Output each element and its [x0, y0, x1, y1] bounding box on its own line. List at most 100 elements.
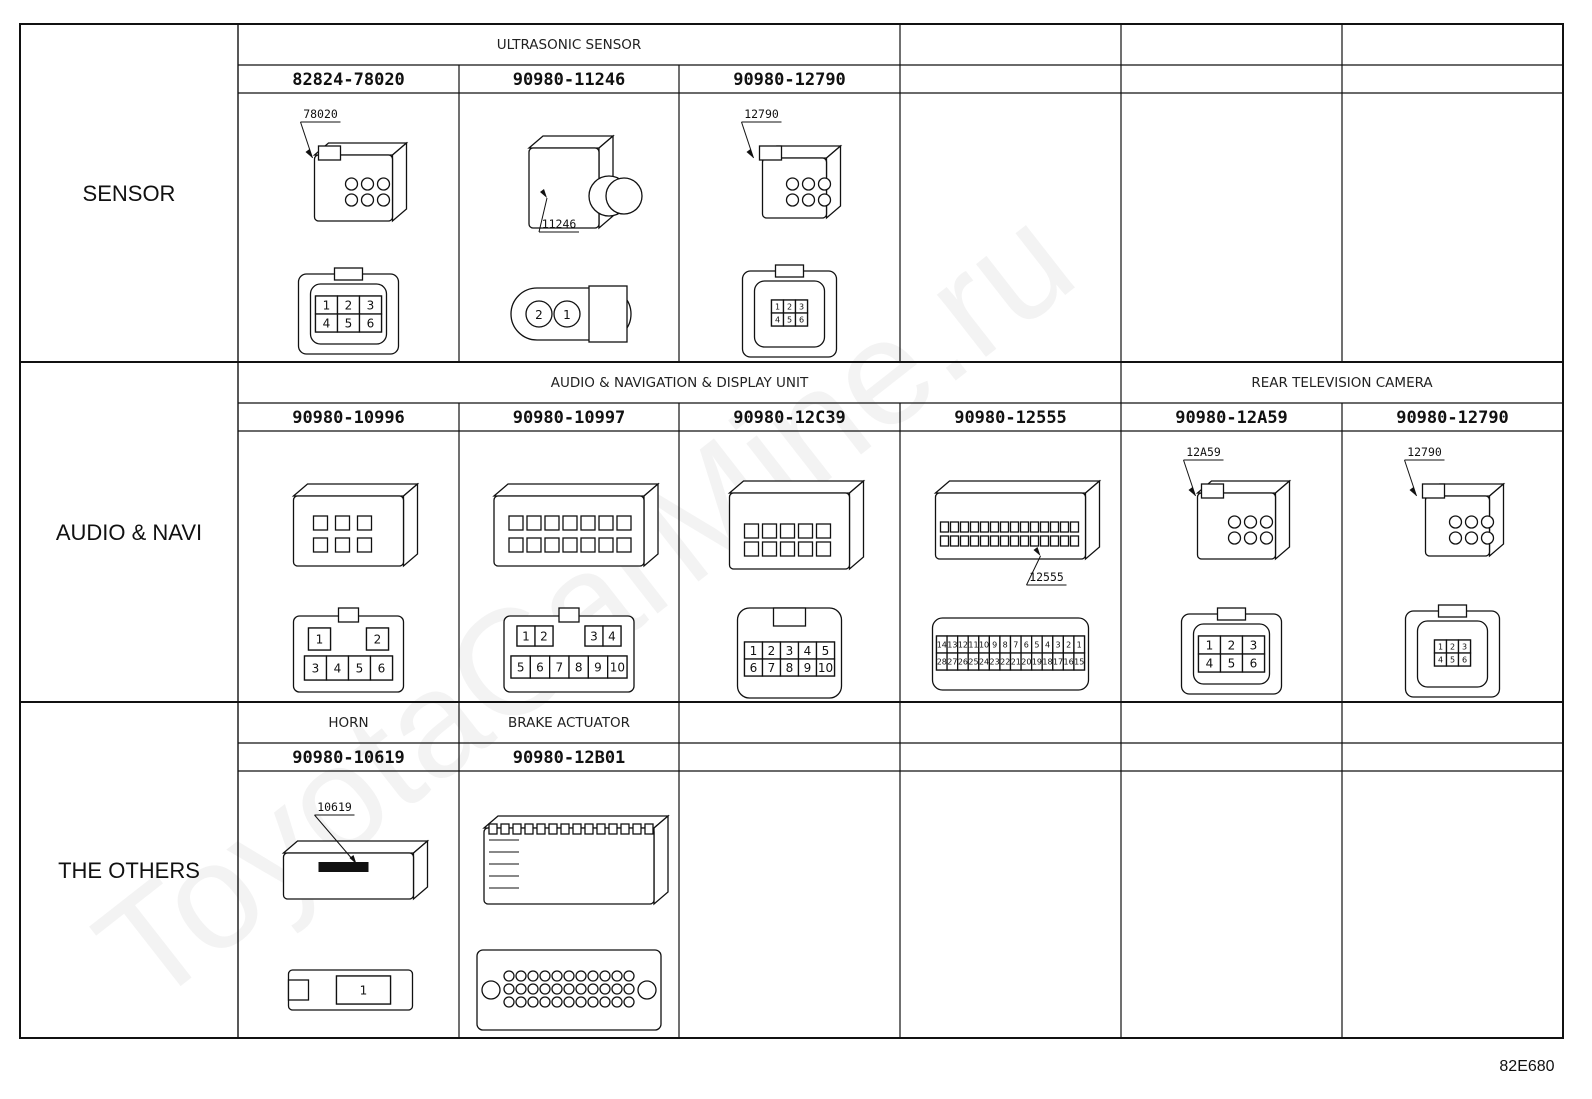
- pin-cell: [607, 655, 628, 679]
- terminal-rib: [608, 823, 618, 835]
- pin-number: 1: [316, 633, 324, 647]
- pin-number: 6: [536, 661, 544, 675]
- pin-number: 9: [594, 661, 602, 675]
- pin-hole: [1259, 515, 1274, 529]
- cavity: [580, 515, 596, 531]
- pin-number: 14: [937, 641, 947, 650]
- pin-grid-top-left: [516, 625, 554, 647]
- locating-post: [637, 980, 657, 1000]
- callout-arrowhead: [349, 855, 357, 864]
- pin-hole: [563, 970, 575, 982]
- terminal-rib: [632, 823, 642, 835]
- table-border: [19, 23, 1564, 1039]
- pin-hole: [1259, 531, 1274, 545]
- pin-hole: [1227, 531, 1242, 545]
- section-category-label: SENSOR: [83, 181, 176, 206]
- cavity: [999, 521, 1010, 533]
- pin-grid-bottom: [510, 655, 628, 679]
- pin-number: 22: [1000, 658, 1010, 667]
- pin-number: 3: [799, 303, 804, 312]
- cavity: [562, 515, 578, 531]
- pin-number: 4: [323, 317, 331, 331]
- callout: [314, 814, 357, 865]
- connector-face-latch: [774, 264, 805, 278]
- cavity: [959, 521, 970, 533]
- pin-hole: [515, 996, 527, 1008]
- pin-hole: [1480, 531, 1495, 545]
- pin-hole: [527, 970, 539, 982]
- cavity: [989, 521, 1000, 533]
- callout-arrowhead: [1409, 487, 1417, 496]
- pin-number: 25: [968, 658, 978, 667]
- cavity: [1029, 535, 1040, 547]
- part-number: 90980-10619: [292, 748, 405, 768]
- pin-hole: [623, 970, 635, 982]
- body-side-face: [643, 482, 659, 568]
- pin-number: 2: [787, 303, 792, 312]
- pin-grid: [743, 641, 836, 677]
- pin-number: 13: [947, 641, 957, 650]
- group-header-label: BRAKE ACTUATOR: [508, 715, 630, 731]
- pin-number: 6: [799, 316, 804, 325]
- cavity: [544, 537, 560, 553]
- terminal-rib: [596, 823, 606, 835]
- part-number: 90980-12790: [1396, 408, 1509, 428]
- cavity: [949, 535, 960, 547]
- cavity: [1029, 521, 1040, 533]
- cavity: [797, 541, 814, 557]
- pin-hole: [1448, 531, 1463, 545]
- pin-number: 5: [787, 316, 792, 325]
- cavity: [1069, 521, 1080, 533]
- pin-number: 8: [1003, 641, 1008, 650]
- cavity: [999, 535, 1010, 547]
- pin-grid-top-left: [307, 627, 332, 651]
- group-header-label: AUDIO & NAVIGATION & DISPLAY UNIT: [551, 375, 809, 391]
- pin-number: 1: [775, 303, 780, 312]
- pin-number: 10: [610, 661, 625, 675]
- terminal-rib: [488, 823, 498, 835]
- cavity: [1009, 521, 1020, 533]
- connector-face-latch: [1437, 604, 1468, 618]
- group-header-label: ULTRASONIC SENSOR: [497, 37, 642, 53]
- connector-3d-view: [291, 482, 420, 568]
- pin-number: 8: [786, 661, 794, 675]
- pin-number: 2: [1450, 643, 1455, 652]
- pin-hole: [551, 970, 563, 982]
- pin-hole: [1480, 515, 1495, 529]
- pin-number: 9: [804, 661, 812, 675]
- pin-number: 1: [360, 984, 368, 998]
- pin-hole: [611, 983, 623, 995]
- pin-hole: [623, 996, 635, 1008]
- pin-grid-bottom: [303, 655, 394, 681]
- pin-number: 27: [947, 658, 957, 667]
- callout-arrowhead: [305, 149, 313, 158]
- pin-number: 6: [750, 661, 758, 675]
- body-side-face: [1274, 479, 1291, 561]
- pin-number: 7: [556, 661, 564, 675]
- cavity: [356, 515, 373, 531]
- part-number: 90980-12A59: [1175, 408, 1288, 428]
- cavity: [779, 523, 796, 539]
- pin-hole: [1227, 515, 1242, 529]
- body-top-face: [291, 483, 420, 497]
- callout-label: 12790: [744, 107, 779, 121]
- pin-hole: [344, 177, 359, 191]
- cavity: [969, 535, 980, 547]
- body-front-face: [483, 827, 655, 905]
- pin-grid: [1433, 639, 1472, 667]
- connector-face-latch: [1216, 607, 1247, 621]
- pin-hole: [503, 970, 515, 982]
- cavity: [312, 515, 329, 531]
- body-top-face: [933, 480, 1102, 494]
- latch: [1421, 483, 1446, 499]
- callout-label: 78020: [303, 107, 338, 121]
- pin-hole: [539, 970, 551, 982]
- cavity: [1039, 535, 1050, 547]
- cavity: [779, 541, 796, 557]
- pin-grid: [335, 975, 392, 1005]
- cavity: [959, 535, 970, 547]
- pin-hole: [575, 983, 587, 995]
- cavity: [743, 523, 760, 539]
- pin-number: 6: [1462, 656, 1467, 665]
- cavity: [312, 537, 329, 553]
